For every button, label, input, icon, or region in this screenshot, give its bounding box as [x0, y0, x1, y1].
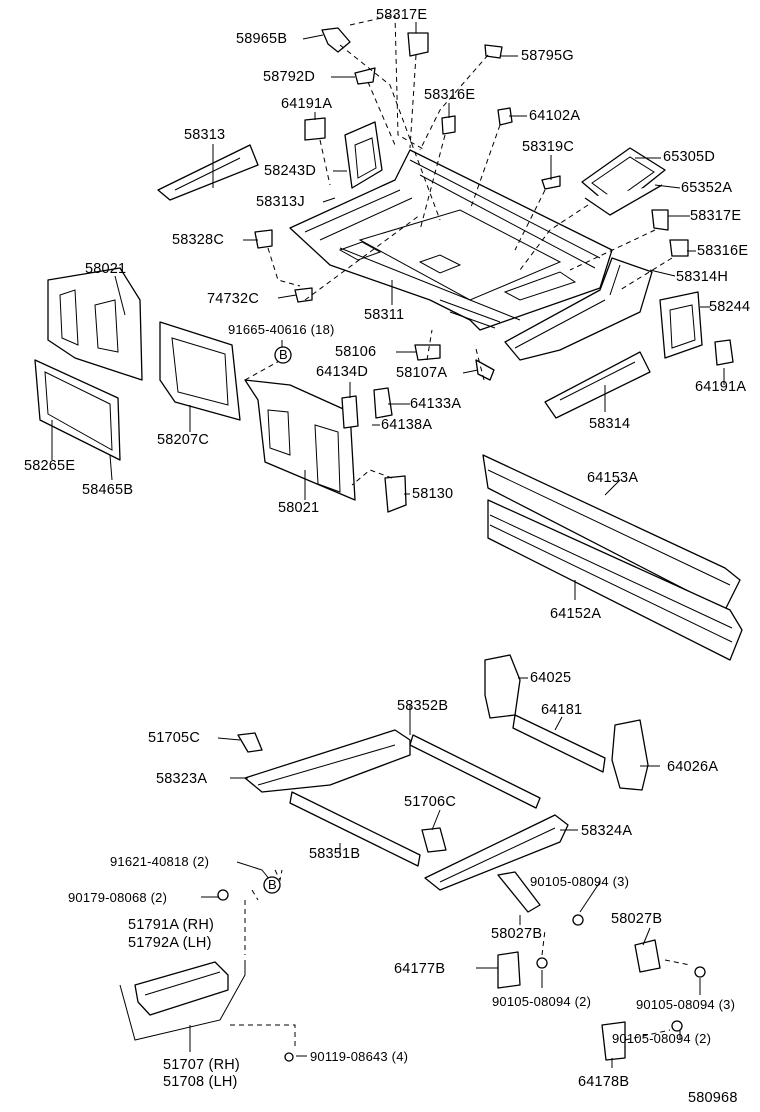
lower-right-fittings	[217, 871, 706, 1062]
label-64134D: 64134D	[316, 364, 368, 380]
label-58027B-center: 58027B	[491, 926, 543, 942]
label-90105-08094-d: 90105-08094 (2)	[612, 1031, 712, 1046]
bracket-64026A	[611, 719, 649, 791]
label-65305D: 65305D	[663, 149, 715, 165]
label-64178B: 64178B	[578, 1074, 630, 1090]
rail-64152A	[487, 499, 743, 661]
label-64191A-right: 64191A	[695, 379, 747, 395]
step-pad-65305D	[581, 147, 666, 216]
label-58316E-right: 58316E	[697, 243, 749, 259]
bar-64181	[512, 714, 606, 773]
label-74732C: 74732C	[207, 291, 259, 307]
label-58313J: 58313J	[256, 194, 305, 210]
bar-58352B	[409, 734, 541, 809]
label-64191A-top: 64191A	[281, 96, 333, 112]
label-58316E-top: 58316E	[424, 87, 476, 103]
crossmember-58323A	[244, 729, 411, 793]
label-58795G: 58795G	[521, 48, 574, 64]
marker-circles	[263, 346, 292, 894]
label-58207C: 58207C	[157, 432, 209, 448]
step-51791A	[119, 960, 246, 1041]
label-58243D: 58243D	[264, 163, 316, 179]
frame-58265E	[34, 359, 121, 461]
diagram-id: 580968	[688, 1090, 738, 1106]
label-65352A: 65352A	[681, 180, 733, 196]
label-64152A: 64152A	[550, 606, 602, 622]
label-58319C: 58319C	[522, 139, 574, 155]
label-58027B-right: 58027B	[611, 911, 663, 927]
rail-58314	[544, 351, 651, 419]
label-64138A: 64138A	[381, 417, 433, 433]
label-58021-left: 58021	[85, 261, 127, 277]
label-64133A: 64133A	[410, 396, 462, 412]
label-51791A: 51791A (RH)	[128, 917, 215, 933]
marker-b-lower: B	[268, 877, 277, 892]
label-58328C: 58328C	[172, 232, 224, 248]
label-58244: 58244	[709, 299, 751, 315]
panel-58243D	[344, 121, 383, 189]
label-58317E-top: 58317E	[376, 7, 428, 23]
label-58465B: 58465B	[82, 482, 134, 498]
label-91621-40818: 91621-40818 (2)	[110, 854, 210, 869]
panel-58207C	[159, 321, 241, 421]
panel-58244	[659, 291, 703, 359]
label-51705C: 51705C	[148, 730, 200, 746]
label-58313: 58313	[184, 127, 226, 143]
label-58351B: 58351B	[309, 846, 361, 862]
label-64177B: 64177B	[394, 961, 446, 977]
label-58021-center: 58021	[278, 500, 320, 516]
label-58352B: 58352B	[397, 698, 449, 714]
label-90105-08094-a: 90105-08094 (3)	[530, 874, 630, 889]
bar-58351B	[289, 791, 421, 867]
label-58107A: 58107A	[396, 365, 448, 381]
label-51708: 51708 (LH)	[163, 1074, 238, 1090]
label-58311: 58311	[364, 307, 405, 323]
marker-b-upper: B	[279, 347, 288, 362]
extension-58313	[157, 144, 259, 201]
label-64026A: 64026A	[667, 759, 719, 775]
rail-64153A	[482, 454, 741, 611]
label-90119-08643: 90119-08643 (4)	[310, 1049, 409, 1064]
label-58314H: 58314H	[676, 269, 728, 285]
crossmember-58324A	[424, 814, 569, 891]
label-58324A: 58324A	[581, 823, 633, 839]
panel-58021-center	[244, 379, 356, 501]
clip-51706C	[421, 827, 447, 853]
label-64102A: 64102A	[529, 108, 581, 124]
label-90105-08094-c: 90105-08094 (3)	[636, 997, 736, 1012]
label-64181: 64181	[541, 702, 583, 718]
label-58323A: 58323A	[156, 771, 208, 787]
label-58792D: 58792D	[263, 69, 315, 85]
label-58965B: 58965B	[236, 31, 288, 47]
label-58265E: 58265E	[24, 458, 76, 474]
small-brackets	[254, 27, 734, 513]
label-90179-08068: 90179-08068 (2)	[68, 890, 168, 905]
rear-floor-pan	[289, 149, 613, 331]
side-rail-58314H	[504, 257, 653, 361]
bracket-64025	[484, 654, 521, 719]
label-64153A: 64153A	[587, 470, 639, 486]
clip-51705C	[237, 732, 263, 753]
label-64025: 64025	[530, 670, 572, 686]
assembly-lines	[230, 14, 691, 1050]
label-90105-08094-b: 90105-08094 (2)	[492, 994, 592, 1009]
label-58106: 58106	[335, 344, 377, 360]
panel-58021-left	[47, 267, 143, 381]
label-58317E-right: 58317E	[690, 208, 742, 224]
leader-lines	[51, 22, 725, 1068]
label-58314: 58314	[589, 416, 631, 432]
label-58130: 58130	[412, 486, 454, 502]
label-51792A: 51792A (LH)	[128, 935, 212, 951]
label-91665-40616: 91665-40616 (18)	[228, 322, 335, 337]
label-51706C: 51706C	[404, 794, 456, 810]
label-51707: 51707 (RH)	[163, 1057, 240, 1073]
